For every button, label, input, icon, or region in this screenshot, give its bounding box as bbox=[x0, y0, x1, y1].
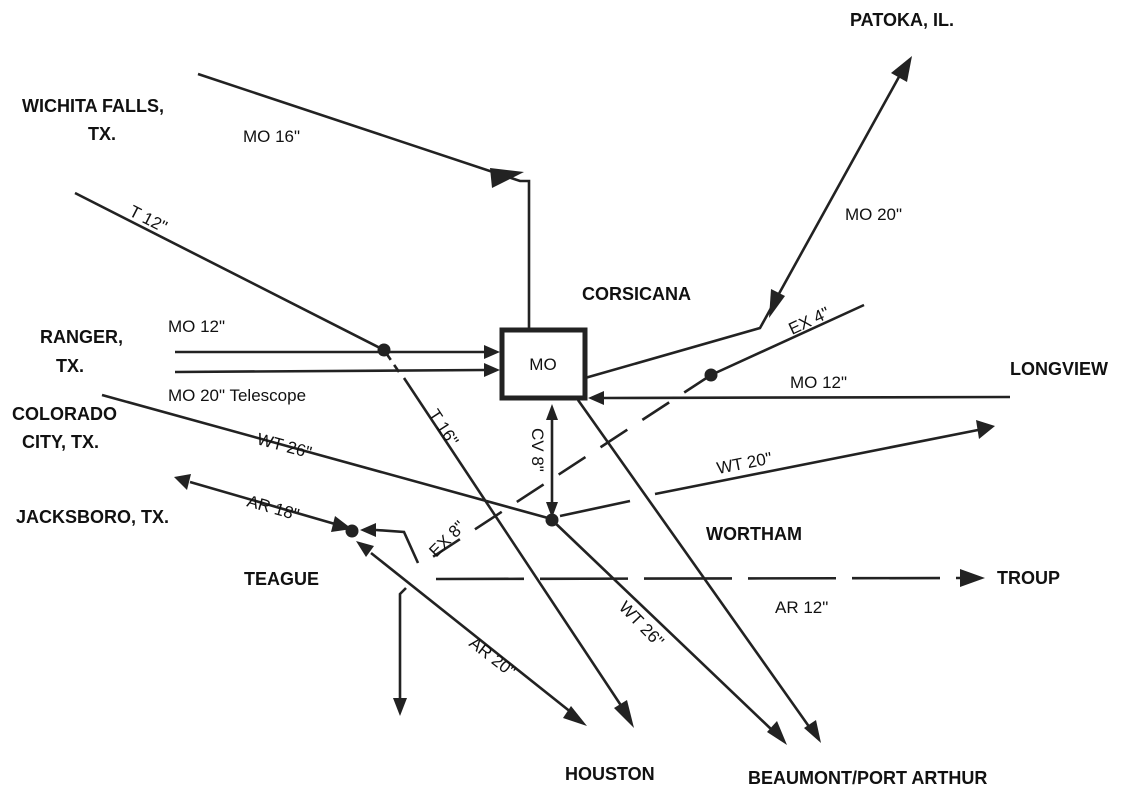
hub-label: MO bbox=[529, 355, 556, 374]
label-t16: T 16" bbox=[425, 406, 463, 450]
arrowhead-icon bbox=[804, 720, 821, 743]
arrowhead-icon bbox=[767, 721, 787, 745]
junction-dot bbox=[545, 513, 559, 527]
city-patoka: PATOKA, IL. bbox=[850, 10, 954, 30]
label-ar18: AR 18" bbox=[245, 492, 301, 525]
arrowhead-icon bbox=[976, 420, 995, 439]
city-beaumont-port-arthur: BEAUMONT/PORT ARTHUR bbox=[748, 768, 987, 788]
arrowhead-icon bbox=[614, 700, 634, 728]
city-ranger-line2: TX. bbox=[56, 356, 84, 376]
city-teague: TEAGUE bbox=[244, 569, 319, 589]
arrowhead-icon bbox=[563, 706, 587, 726]
label-mo20-patoka: MO 20" bbox=[845, 205, 902, 224]
label-mo12-longview: MO 12" bbox=[790, 373, 847, 392]
city-corsicana: CORSICANA bbox=[582, 284, 691, 304]
pipeline-mo20-telescope bbox=[174, 363, 500, 377]
arrowhead-icon bbox=[393, 698, 407, 716]
arrowhead-icon bbox=[960, 569, 985, 587]
pipeline-teague-feeder bbox=[360, 523, 420, 564]
junction-dot bbox=[704, 368, 718, 382]
arrowhead-icon bbox=[546, 502, 558, 518]
pipeline-t12 bbox=[74, 191, 385, 352]
city-wichita-falls-line2: TX. bbox=[88, 124, 116, 144]
junction-dot bbox=[345, 524, 359, 538]
pipeline-mo-beaumont bbox=[576, 399, 821, 743]
label-cv8: CV 8" bbox=[528, 428, 547, 472]
label-mo12-ranger: MO 12" bbox=[168, 317, 225, 336]
arrowhead-icon bbox=[769, 289, 785, 318]
pipeline-ex8 bbox=[427, 373, 712, 562]
city-troup: TROUP bbox=[997, 568, 1060, 588]
city-wortham: WORTHAM bbox=[706, 524, 802, 544]
pipeline-cv8 bbox=[546, 404, 558, 518]
arrowhead-icon bbox=[356, 541, 374, 557]
city-wichita-falls-line1: WICHITA FALLS, bbox=[22, 96, 164, 116]
label-ex8: EX 8" bbox=[425, 517, 469, 561]
pipeline-wt26-south bbox=[551, 519, 787, 745]
city-ranger-line1: RANGER, bbox=[40, 327, 123, 347]
hub-box bbox=[499, 327, 588, 401]
pipeline-ar20 bbox=[356, 541, 587, 726]
arrowhead-icon bbox=[490, 168, 524, 188]
arrowhead-icon bbox=[546, 404, 558, 420]
label-wt26-west: WT 26" bbox=[255, 430, 314, 463]
city-colorado-line2: CITY, TX. bbox=[22, 432, 99, 452]
pipeline-mo20-patoka bbox=[584, 56, 912, 380]
pipeline-mo12-longview bbox=[588, 391, 1011, 405]
junction-dot bbox=[377, 343, 391, 357]
label-ar12: AR 12" bbox=[775, 598, 828, 617]
city-jacksboro: JACKSBORO, TX. bbox=[16, 507, 169, 527]
pipeline-wt26-west bbox=[101, 393, 549, 520]
arrowhead-icon bbox=[588, 391, 604, 405]
city-colorado-line1: COLORADO bbox=[12, 404, 117, 424]
pipeline-mo16 bbox=[197, 72, 531, 360]
pipeline-mo12-ranger bbox=[175, 345, 500, 359]
label-ex4: EX 4" bbox=[786, 303, 833, 338]
pipeline-ar12 bbox=[435, 569, 985, 587]
arrowhead-icon bbox=[174, 474, 191, 490]
pipeline-ex4 bbox=[710, 303, 865, 377]
label-mo16: MO 16" bbox=[243, 127, 300, 146]
arrowhead-icon bbox=[484, 345, 500, 359]
arrowhead-icon bbox=[484, 363, 500, 377]
city-houston: HOUSTON bbox=[565, 764, 655, 784]
pipeline-wt20 bbox=[559, 420, 995, 518]
pipeline-south-branch bbox=[393, 587, 407, 716]
arrowhead-icon bbox=[360, 523, 376, 537]
arrowhead-icon bbox=[891, 56, 912, 82]
label-mo20-telescope: MO 20" Telescope bbox=[168, 386, 306, 405]
label-ar20: AR 20" bbox=[466, 633, 520, 681]
city-longview: LONGVIEW bbox=[1010, 359, 1108, 379]
